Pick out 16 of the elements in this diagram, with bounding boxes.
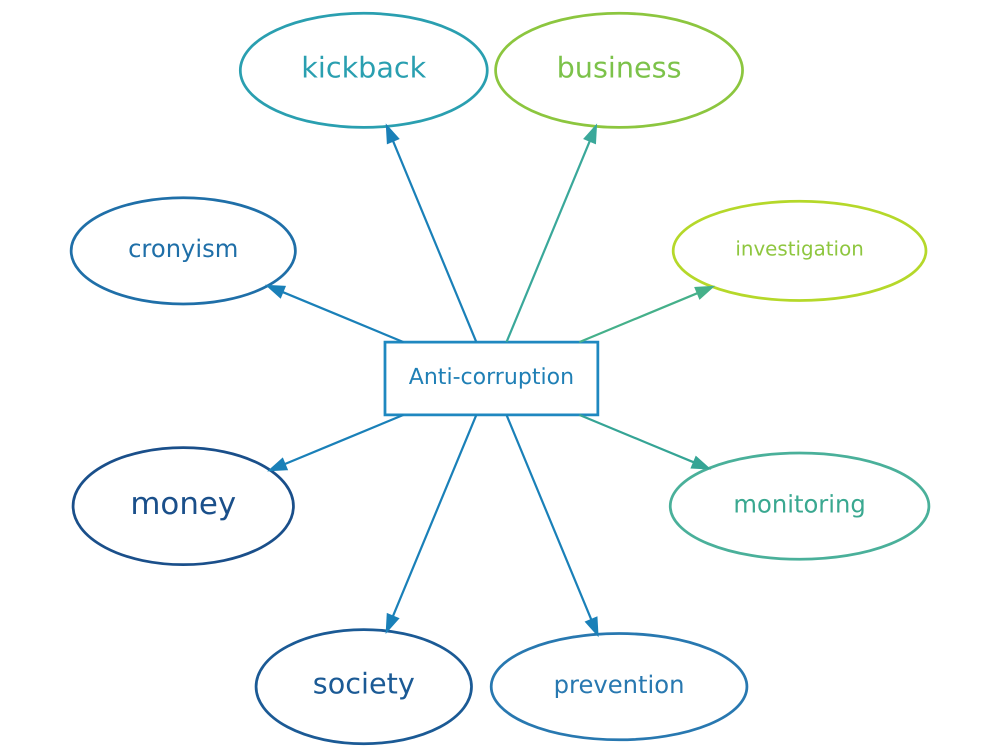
node-ellipse: business bbox=[494, 11, 744, 128]
arrow bbox=[265, 284, 404, 343]
arrow bbox=[506, 122, 598, 342]
node-ellipse: kickback bbox=[238, 11, 489, 128]
node-ellipse: money bbox=[72, 446, 295, 566]
node-ellipse: monitoring bbox=[668, 451, 930, 560]
arrow bbox=[506, 414, 599, 637]
node-ellipse: cronyism bbox=[70, 196, 297, 305]
node-box: Anti-corruption bbox=[384, 340, 600, 416]
arrow bbox=[386, 122, 478, 342]
arrow bbox=[578, 285, 716, 343]
arrow bbox=[386, 414, 478, 634]
arrow bbox=[267, 413, 404, 471]
node-ellipse: society bbox=[254, 628, 473, 745]
node-ellipse: prevention bbox=[490, 632, 748, 741]
arrow bbox=[578, 413, 712, 470]
